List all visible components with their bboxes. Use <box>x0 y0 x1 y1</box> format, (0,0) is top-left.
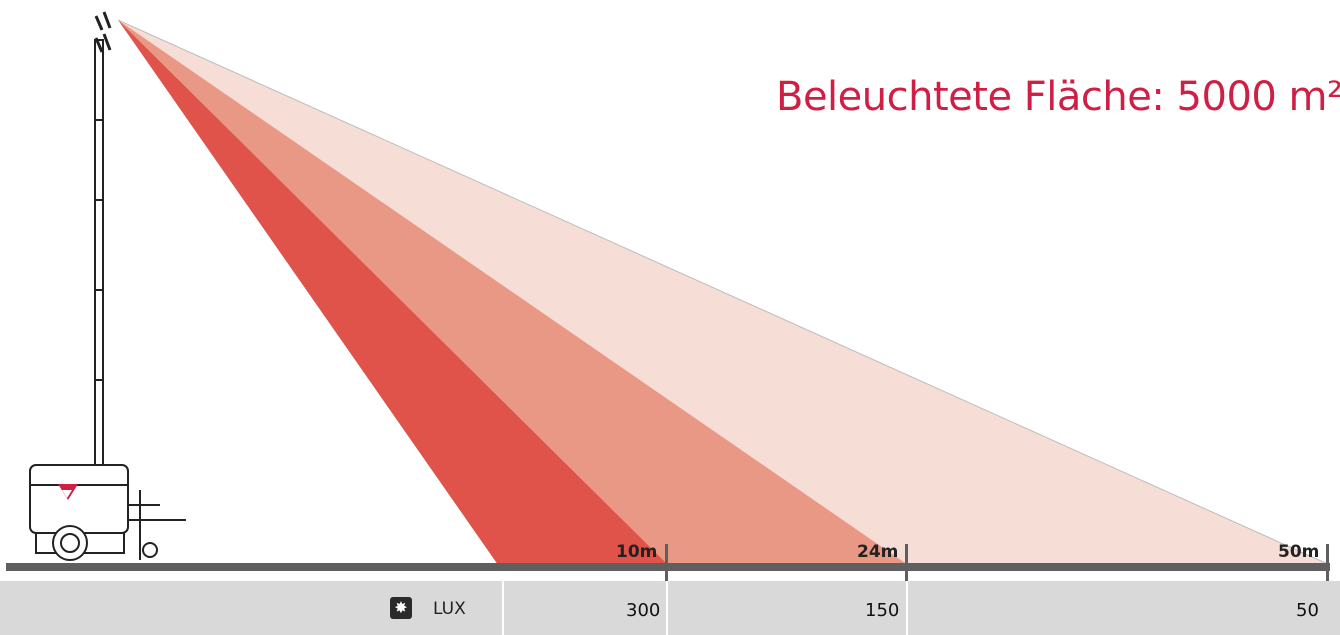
page-title: Beleuchtete Fläche: 5000 m² <box>776 74 1340 120</box>
cell-divider <box>502 581 504 635</box>
distance-label-10m: 10m <box>616 542 658 562</box>
tick-10m <box>665 544 668 581</box>
distance-label-50m: 50m <box>1278 542 1320 562</box>
cell-divider <box>666 581 668 635</box>
tick-24m <box>905 544 908 581</box>
zone-300-lux <box>118 20 668 565</box>
light-tower-icon <box>29 11 186 561</box>
zone-150-lux <box>118 20 908 565</box>
distance-label-24m: 24m <box>857 542 899 562</box>
tick-50m <box>1326 544 1329 581</box>
lux-value-300: 300 <box>626 600 661 621</box>
lux-value-150: 150 <box>865 600 900 621</box>
lux-value-50: 50 <box>1296 600 1319 621</box>
lux-table-row <box>0 581 1340 635</box>
cell-divider <box>906 581 908 635</box>
light-burst-icon: ✸ <box>390 597 412 619</box>
lux-label: LUX <box>433 599 466 619</box>
